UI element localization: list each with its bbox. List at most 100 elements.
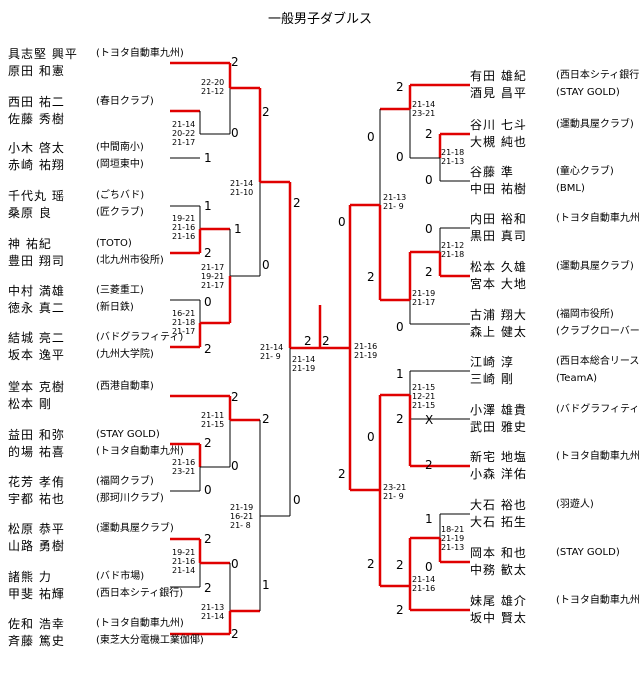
club-name: (バド市場) bbox=[96, 571, 145, 582]
left-pair-entry: 益田 和弥的場 祐喜(STAY GOLD)(トヨタ自動車九州) bbox=[8, 427, 184, 463]
match-score: 2 bbox=[338, 467, 346, 481]
match-score: 0 bbox=[367, 130, 375, 144]
left-pair-entry: 具志堅 興平原田 和憲(トヨタ自動車九州) bbox=[8, 46, 184, 82]
right-pair-entry: 江崎 淳三崎 剛(西日本総合リース)(TeamA) bbox=[470, 354, 640, 390]
player-name: 山路 勇樹 bbox=[8, 539, 65, 553]
player-name: 森上 健太 bbox=[470, 325, 527, 339]
match-score: 0 bbox=[396, 320, 404, 334]
club-name: (西日本シティ銀行) bbox=[556, 70, 640, 81]
club-name: (西日本シティ銀行) bbox=[96, 588, 184, 599]
set-scores: 21-19 16-21 21- 8 bbox=[230, 503, 254, 530]
player-name: 堂本 克樹 bbox=[8, 380, 65, 394]
player-name: 松原 恭平 bbox=[8, 522, 65, 536]
right-pair-entry: 松本 久雄宮本 大地(運動具屋クラブ) bbox=[470, 259, 635, 295]
player-name: 豊田 翔司 bbox=[8, 254, 65, 268]
left-pair-entry: 千代丸 瑶桑原 良(ごちバド)(匠クラブ) bbox=[8, 188, 168, 224]
set-scores: 21-18 21-13 bbox=[441, 148, 465, 166]
right-pair-entry: 妹尾 雄介坂中 賢太(トヨタ自動車九州) bbox=[470, 593, 640, 629]
match-score: 0 bbox=[367, 430, 375, 444]
set-scores: 21-16 21-19 bbox=[354, 342, 378, 360]
match-score: 2 bbox=[396, 80, 404, 94]
match-score: 2 bbox=[204, 436, 212, 450]
club-name: (岡垣東中) bbox=[96, 159, 144, 170]
set-scores: 21-19 21-17 bbox=[412, 289, 436, 307]
left-pair-entry: 小木 啓太赤崎 祐翔(中間南小)(岡垣東中) bbox=[8, 140, 168, 176]
club-name: (西港自動車) bbox=[96, 381, 154, 392]
match-score: 1 bbox=[262, 578, 270, 592]
match-score: 0 bbox=[425, 560, 433, 574]
match-score: 2 bbox=[262, 412, 270, 426]
club-name: (トヨタ自動車九州) bbox=[96, 618, 184, 629]
club-name: (トヨタ自動車九州) bbox=[96, 446, 184, 457]
match-score: 0 bbox=[425, 222, 433, 236]
match-score: 2 bbox=[322, 334, 330, 348]
club-name: (ごちバド) bbox=[96, 190, 145, 201]
club-name: (クラブクローバー) bbox=[556, 326, 640, 337]
player-name: 小木 啓太 bbox=[8, 141, 65, 155]
player-name: 新宅 地塩 bbox=[470, 450, 527, 464]
club-name: (春日クラブ) bbox=[96, 96, 154, 107]
player-name: 西田 祐二 bbox=[8, 95, 65, 109]
match-score: 0 bbox=[396, 150, 404, 164]
match-score: 1 bbox=[396, 367, 404, 381]
match-score: 0 bbox=[338, 215, 346, 229]
set-scores: 21-14 21-10 bbox=[230, 179, 254, 197]
right-pair-entry: 谷川 七斗大槻 純也(運動具屋クラブ) bbox=[470, 117, 635, 153]
match-score: 2 bbox=[231, 627, 239, 641]
player-name: 原田 和憲 bbox=[8, 64, 65, 78]
match-score: 1 bbox=[425, 512, 433, 526]
player-name: 古浦 翔大 bbox=[470, 308, 527, 322]
set-scores: 21-12 21-18 bbox=[441, 241, 465, 259]
set-scores: 21-14 21-19 bbox=[292, 355, 316, 373]
player-name: 大槻 純也 bbox=[470, 135, 527, 149]
player-name: 坂本 逸平 bbox=[8, 348, 65, 362]
match-score: 0 bbox=[231, 459, 239, 473]
player-name: 岡本 和也 bbox=[470, 546, 527, 560]
club-name: (バドグラフィティ) bbox=[96, 332, 184, 343]
player-name: 中村 満雄 bbox=[8, 284, 65, 298]
club-name: (トヨタ自動車九州) bbox=[556, 451, 640, 462]
match-score: 1 bbox=[204, 199, 212, 213]
set-scores: 23-21 21- 9 bbox=[383, 483, 407, 501]
player-name: 江崎 淳 bbox=[470, 355, 514, 369]
match-score: 0 bbox=[204, 295, 212, 309]
club-name: (運動具屋クラブ) bbox=[556, 261, 634, 272]
match-score: 0 bbox=[425, 173, 433, 187]
match-score: 2 bbox=[204, 342, 212, 356]
match-score: 2 bbox=[204, 246, 212, 260]
match-score: 2 bbox=[425, 458, 433, 472]
player-name: 斉藤 篤史 bbox=[8, 634, 65, 648]
player-name: 中務 歓太 bbox=[470, 563, 527, 577]
club-name: (運動具屋クラブ) bbox=[96, 523, 174, 534]
club-name: (那珂川クラブ) bbox=[96, 493, 164, 504]
match-score: 2 bbox=[367, 270, 375, 284]
player-name: 小澤 雄貴 bbox=[470, 403, 527, 417]
club-name: (STAY GOLD) bbox=[556, 87, 620, 98]
page-title: 一般男子ダブルス bbox=[267, 12, 372, 27]
set-scores: 21-14 23-21 bbox=[412, 100, 436, 118]
right-pair-entry: 大石 裕也大石 拓生(羽遊人) bbox=[470, 497, 635, 533]
match-score: 0 bbox=[231, 557, 239, 571]
club-name: (トヨタ自動車九州) bbox=[556, 595, 640, 606]
match-score: 2 bbox=[367, 557, 375, 571]
set-scores: 21-11 21-15 bbox=[201, 411, 225, 429]
right-pair-entry: 岡本 和也中務 歓太(STAY GOLD) bbox=[470, 545, 635, 581]
player-name: 的場 祐喜 bbox=[8, 445, 65, 459]
player-name: 大石 裕也 bbox=[470, 498, 527, 512]
player-name: 赤崎 祐翔 bbox=[8, 158, 65, 172]
player-name: 佐和 浩幸 bbox=[8, 617, 65, 631]
left-pair-entry: 佐和 浩幸斉藤 篤史(トヨタ自動車九州)(東芝大分電機工業伽倻) bbox=[8, 616, 204, 652]
player-name: 益田 和弥 bbox=[8, 428, 65, 442]
player-name: 谷藤 準 bbox=[470, 165, 514, 179]
right-pair-entry: 内田 裕和黒田 真司(トヨタ自動車九州) bbox=[470, 211, 640, 247]
set-scores: 22-20 21-12 bbox=[201, 78, 225, 96]
match-score: 0 bbox=[204, 483, 212, 497]
player-name: 花芳 孝侑 bbox=[8, 475, 65, 489]
set-scores: 21-14 20-22 21-17 bbox=[172, 120, 196, 147]
match-score: 2 bbox=[231, 55, 239, 69]
player-name: 具志堅 興平 bbox=[8, 47, 78, 61]
set-scores: 21-17 19-21 21-17 bbox=[201, 263, 225, 290]
player-name: 徳永 真二 bbox=[8, 301, 65, 315]
set-scores: 21-14 21-16 bbox=[412, 575, 436, 593]
match-score: 2 bbox=[262, 105, 270, 119]
